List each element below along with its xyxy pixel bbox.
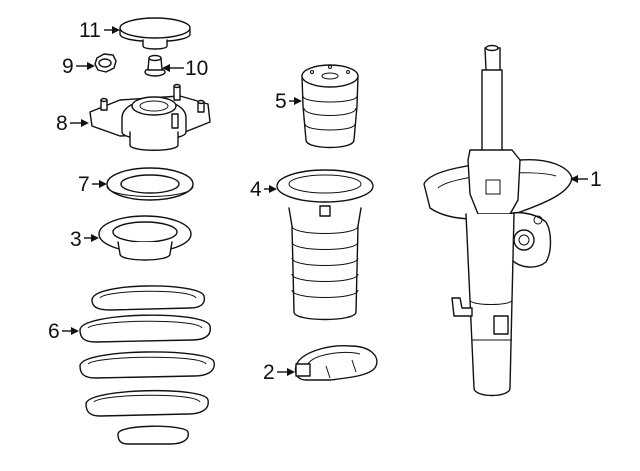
callout-label-11: 11 — [79, 19, 101, 42]
callout-label-1: 1 — [590, 168, 602, 191]
part-6-coil-spring — [79, 285, 215, 445]
callout-5: 5 — [275, 90, 302, 113]
callout-label-6: 6 — [48, 320, 60, 343]
part-5-bump-stop — [301, 64, 359, 149]
arrow-8 — [81, 119, 89, 127]
arrow-4 — [269, 185, 277, 193]
callout-1: 1 — [570, 168, 602, 191]
callout-label-3: 3 — [70, 228, 82, 251]
callout-10: 10 — [162, 57, 208, 80]
arrow-2 — [287, 368, 295, 376]
callout-11: 11 — [79, 19, 120, 42]
callout-7: 7 — [78, 173, 107, 196]
callout-label-7: 7 — [78, 173, 90, 196]
arrow-10 — [162, 64, 170, 72]
callout-label-10: 10 — [185, 57, 208, 80]
arrow-6 — [71, 327, 79, 335]
callout-8: 8 — [56, 112, 89, 135]
callout-label-5: 5 — [275, 90, 287, 113]
callout-label-2: 2 — [263, 361, 275, 384]
arrow-7 — [99, 180, 107, 188]
arrow-5 — [294, 97, 302, 105]
part-3-lower-insulator — [98, 215, 192, 261]
callout-3: 3 — [70, 228, 99, 251]
arrow-11 — [112, 26, 120, 34]
callout-6: 6 — [48, 320, 79, 343]
part-2-bracket — [294, 344, 378, 381]
part-11-mount-cap — [119, 17, 191, 50]
part-8-upper-mount — [89, 83, 211, 151]
part-9-nut — [94, 53, 117, 73]
callout-label-4: 4 — [250, 178, 262, 201]
callout-9: 9 — [62, 55, 95, 78]
part-1-strut-assembly — [423, 44, 573, 397]
part-4-dust-boot — [276, 169, 374, 321]
callout-4: 4 — [250, 178, 277, 201]
arrow-9 — [87, 62, 95, 70]
part-7-upper-insulator — [106, 167, 194, 201]
arrow-1 — [570, 175, 578, 183]
callout-2: 2 — [263, 361, 295, 384]
callout-label-8: 8 — [56, 112, 68, 135]
arrow-3 — [91, 234, 99, 242]
callout-label-9: 9 — [62, 55, 74, 78]
part-10-flange-nut — [144, 54, 166, 77]
